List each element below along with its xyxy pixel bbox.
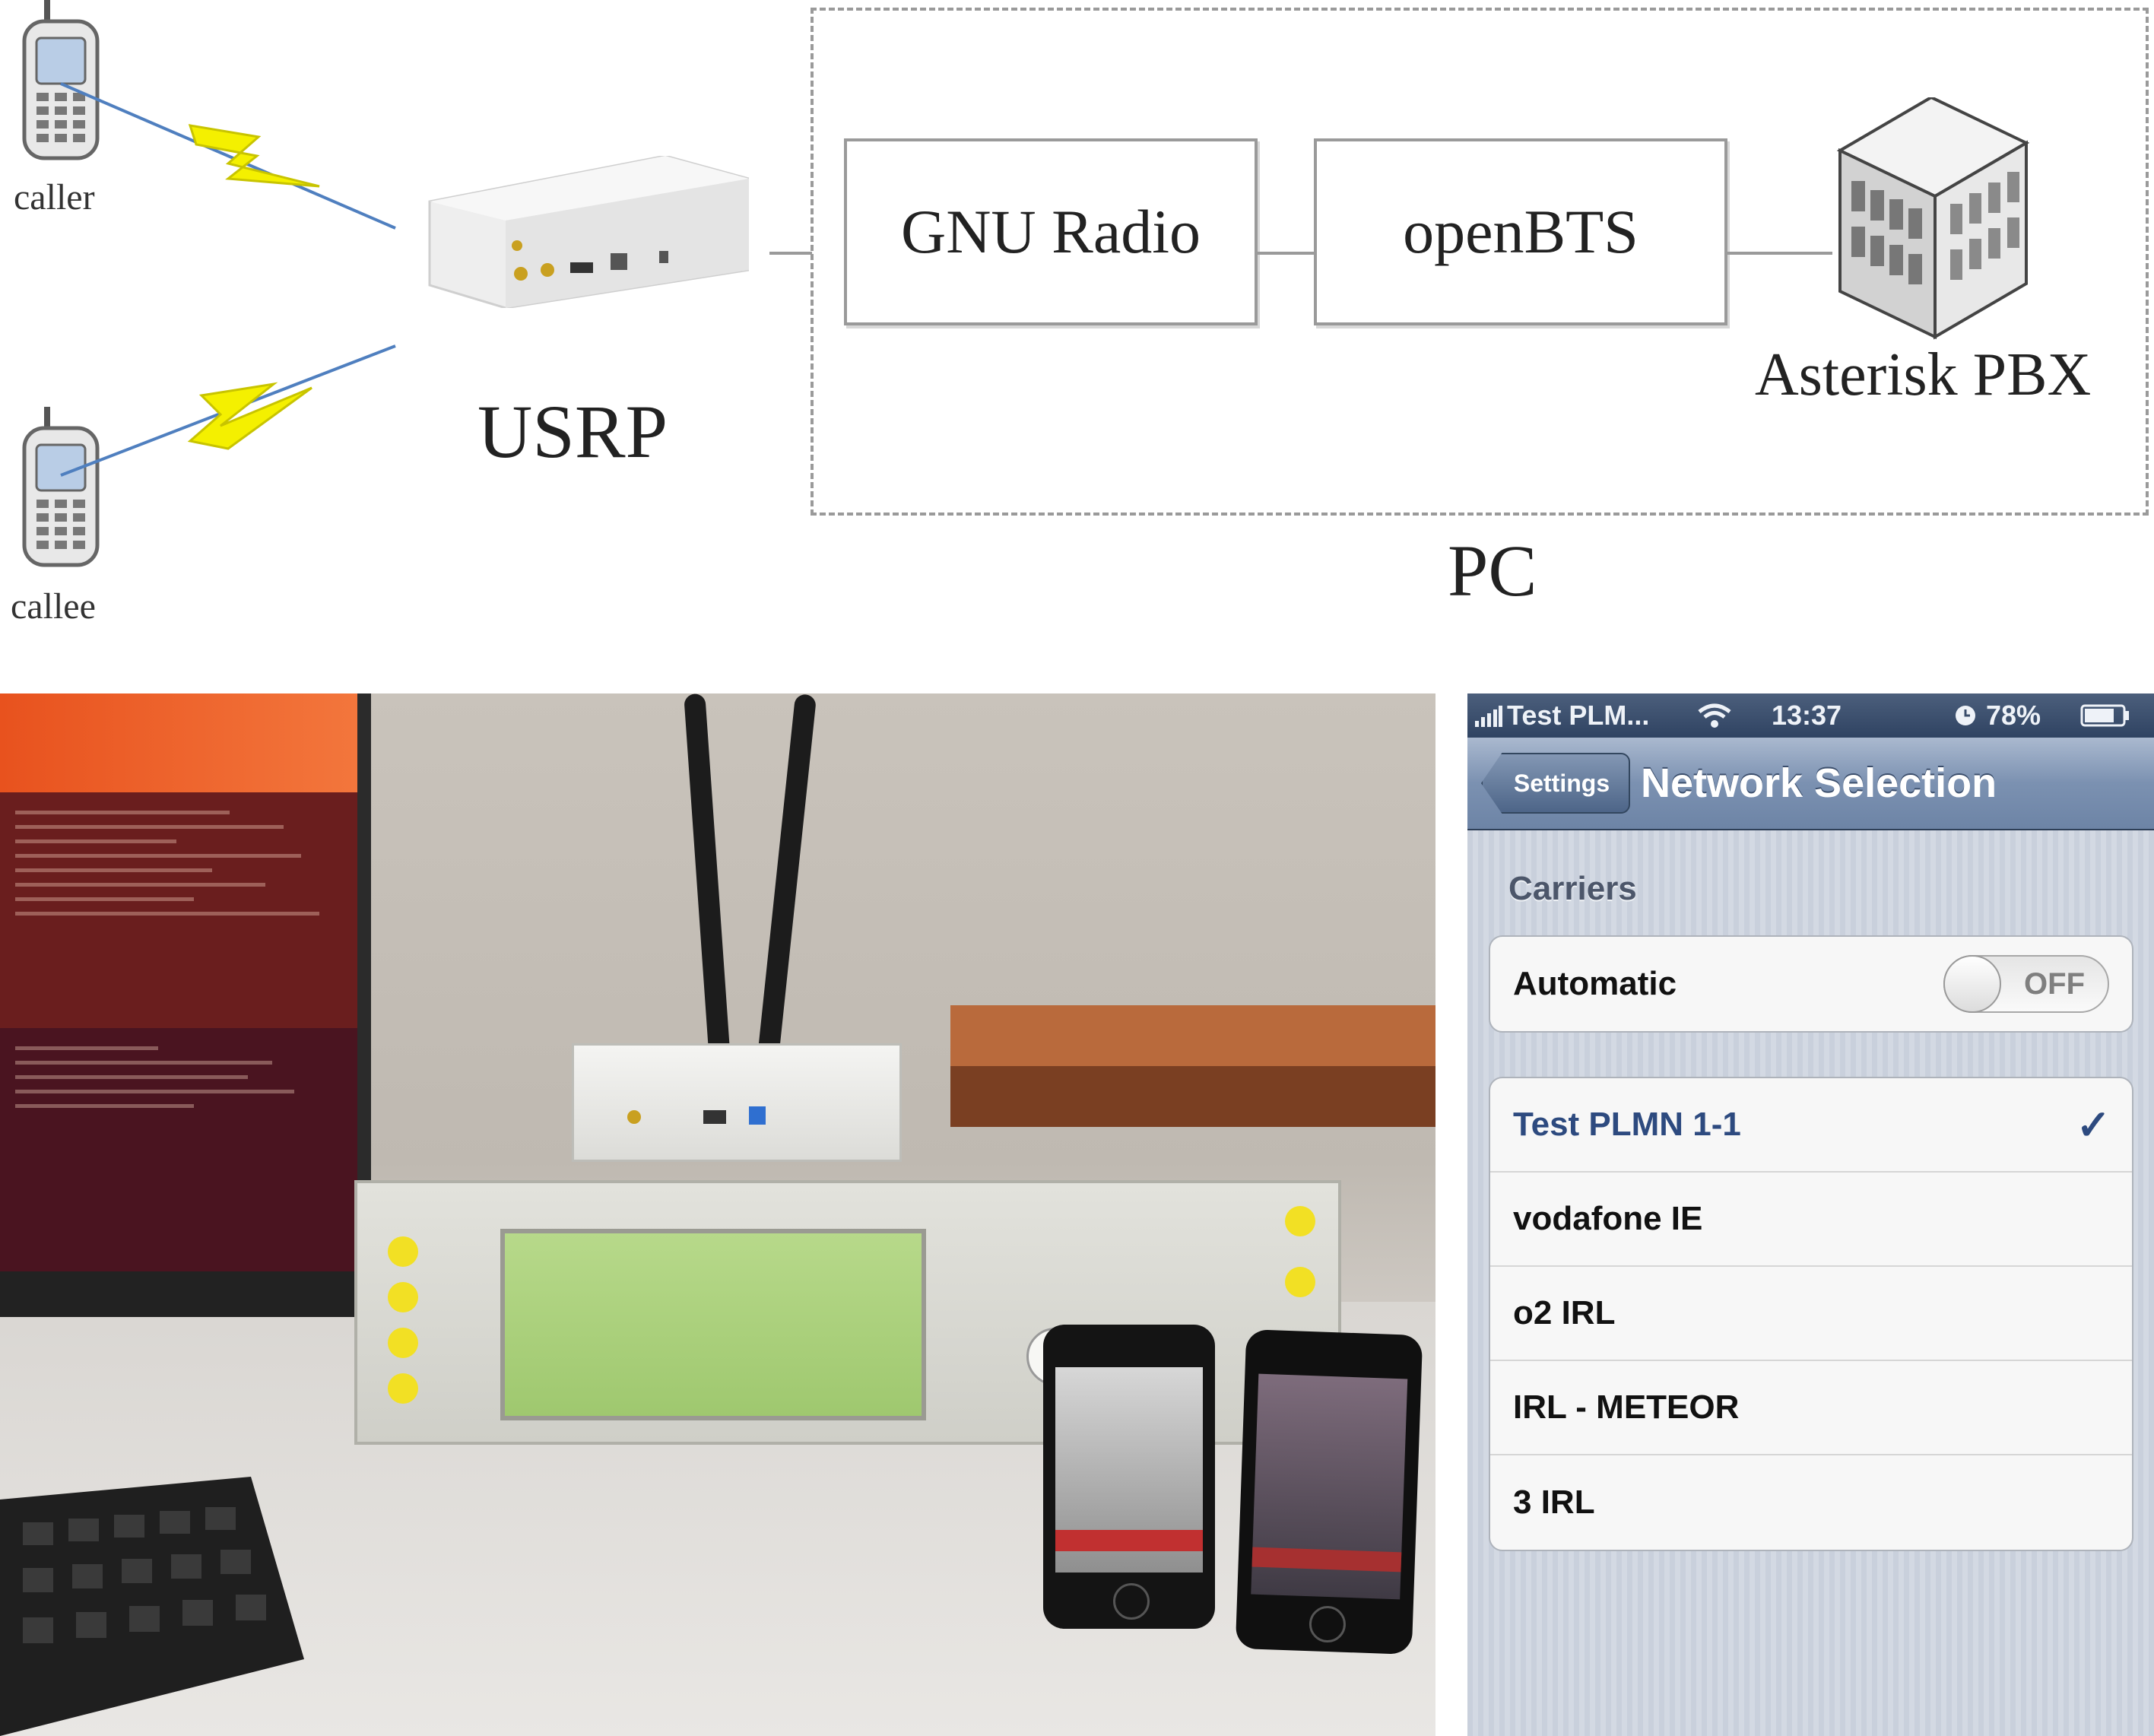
carrier-row-vodafone[interactable]: vodafone IE <box>1490 1173 2132 1267</box>
usrp-pc-link <box>769 252 812 255</box>
iphone-screen: Test PLM... 13:37 78% Settings Network S… <box>1467 693 2154 1736</box>
monitor <box>0 693 371 1279</box>
usrp-label: USRP <box>477 389 668 474</box>
network-diagram: caller callee USRP PC <box>0 0 2154 669</box>
carrier-row-3irl[interactable]: 3 IRL <box>1490 1455 2132 1550</box>
page-title: Network Selection <box>1641 760 1997 806</box>
asterisk-label: Asterisk PBX <box>1755 341 2092 408</box>
carrier-row-o2[interactable]: o2 IRL <box>1490 1267 2132 1361</box>
signal-icon <box>1475 706 1502 727</box>
openbts-label: openBTS <box>1403 197 1638 266</box>
radio-link-icon <box>60 82 396 477</box>
toggle-state-text: OFF <box>2024 966 2085 1001</box>
iphone-left <box>1043 1325 1215 1629</box>
carrier-row-test-plmn[interactable]: Test PLMN 1-1 ✓ <box>1490 1078 2132 1173</box>
clock-icon <box>1956 706 1975 725</box>
callee-label: callee <box>11 586 96 627</box>
automatic-toggle[interactable]: OFF <box>1943 955 2109 1013</box>
pc-label: PC <box>1448 530 1537 611</box>
carrier-name: Test PLM... <box>1507 700 1650 731</box>
automatic-group: Automatic OFF <box>1489 935 2133 1033</box>
status-time: 13:37 <box>1772 700 1842 731</box>
carrier-list: Test PLMN 1-1 ✓ vodafone IE o2 IRL IRL -… <box>1489 1077 2133 1551</box>
carrier-label: IRL - METEOR <box>1513 1388 1740 1426</box>
wifi-icon <box>1698 703 1731 728</box>
server-icon <box>1836 97 2030 340</box>
lab-photo <box>0 693 1435 1736</box>
callee-phone-icon <box>22 407 100 567</box>
openbts-box: openBTS <box>1314 138 1727 325</box>
usrp-device-icon <box>428 156 749 308</box>
caller-phone-icon <box>22 0 100 160</box>
back-button-label: Settings <box>1513 769 1610 797</box>
carrier-row-meteor[interactable]: IRL - METEOR <box>1490 1361 2132 1455</box>
carrier-label: Test PLMN 1-1 <box>1513 1106 1741 1143</box>
monitor-stand <box>0 1271 395 1317</box>
toggle-knob <box>1943 955 2001 1013</box>
status-bar: Test PLM... 13:37 78% <box>1467 693 2154 738</box>
gnu-openbts-link <box>1258 252 1314 255</box>
iphone-right <box>1235 1329 1423 1655</box>
automatic-row: Automatic OFF <box>1490 937 2132 1031</box>
automatic-label: Automatic <box>1513 965 1677 1002</box>
shelf <box>950 1005 1435 1066</box>
carrier-label: 3 IRL <box>1513 1484 1595 1521</box>
openbts-asterisk-link <box>1727 252 1832 255</box>
caller-label: caller <box>14 177 95 217</box>
carrier-label: o2 IRL <box>1513 1294 1616 1331</box>
section-title-carriers: Carriers <box>1508 870 1637 907</box>
checkmark-icon: ✓ <box>2076 1103 2111 1148</box>
battery-percent: 78% <box>1986 700 2041 731</box>
generator-display <box>500 1229 926 1420</box>
keyboard-icon <box>0 1477 304 1736</box>
shelf-front <box>950 1066 1435 1127</box>
settings-back-button[interactable]: Settings <box>1481 753 1630 814</box>
pc-boundary <box>811 8 2149 516</box>
usrp-photo <box>572 1043 902 1162</box>
gnu-radio-label: GNU Radio <box>900 197 1201 266</box>
nav-bar: Settings Network Selection <box>1467 738 2154 830</box>
antenna-right <box>752 693 817 1104</box>
battery-icon <box>2080 704 2129 727</box>
carrier-label: vodafone IE <box>1513 1200 1703 1237</box>
gnu-radio-box: GNU Radio <box>844 138 1258 325</box>
